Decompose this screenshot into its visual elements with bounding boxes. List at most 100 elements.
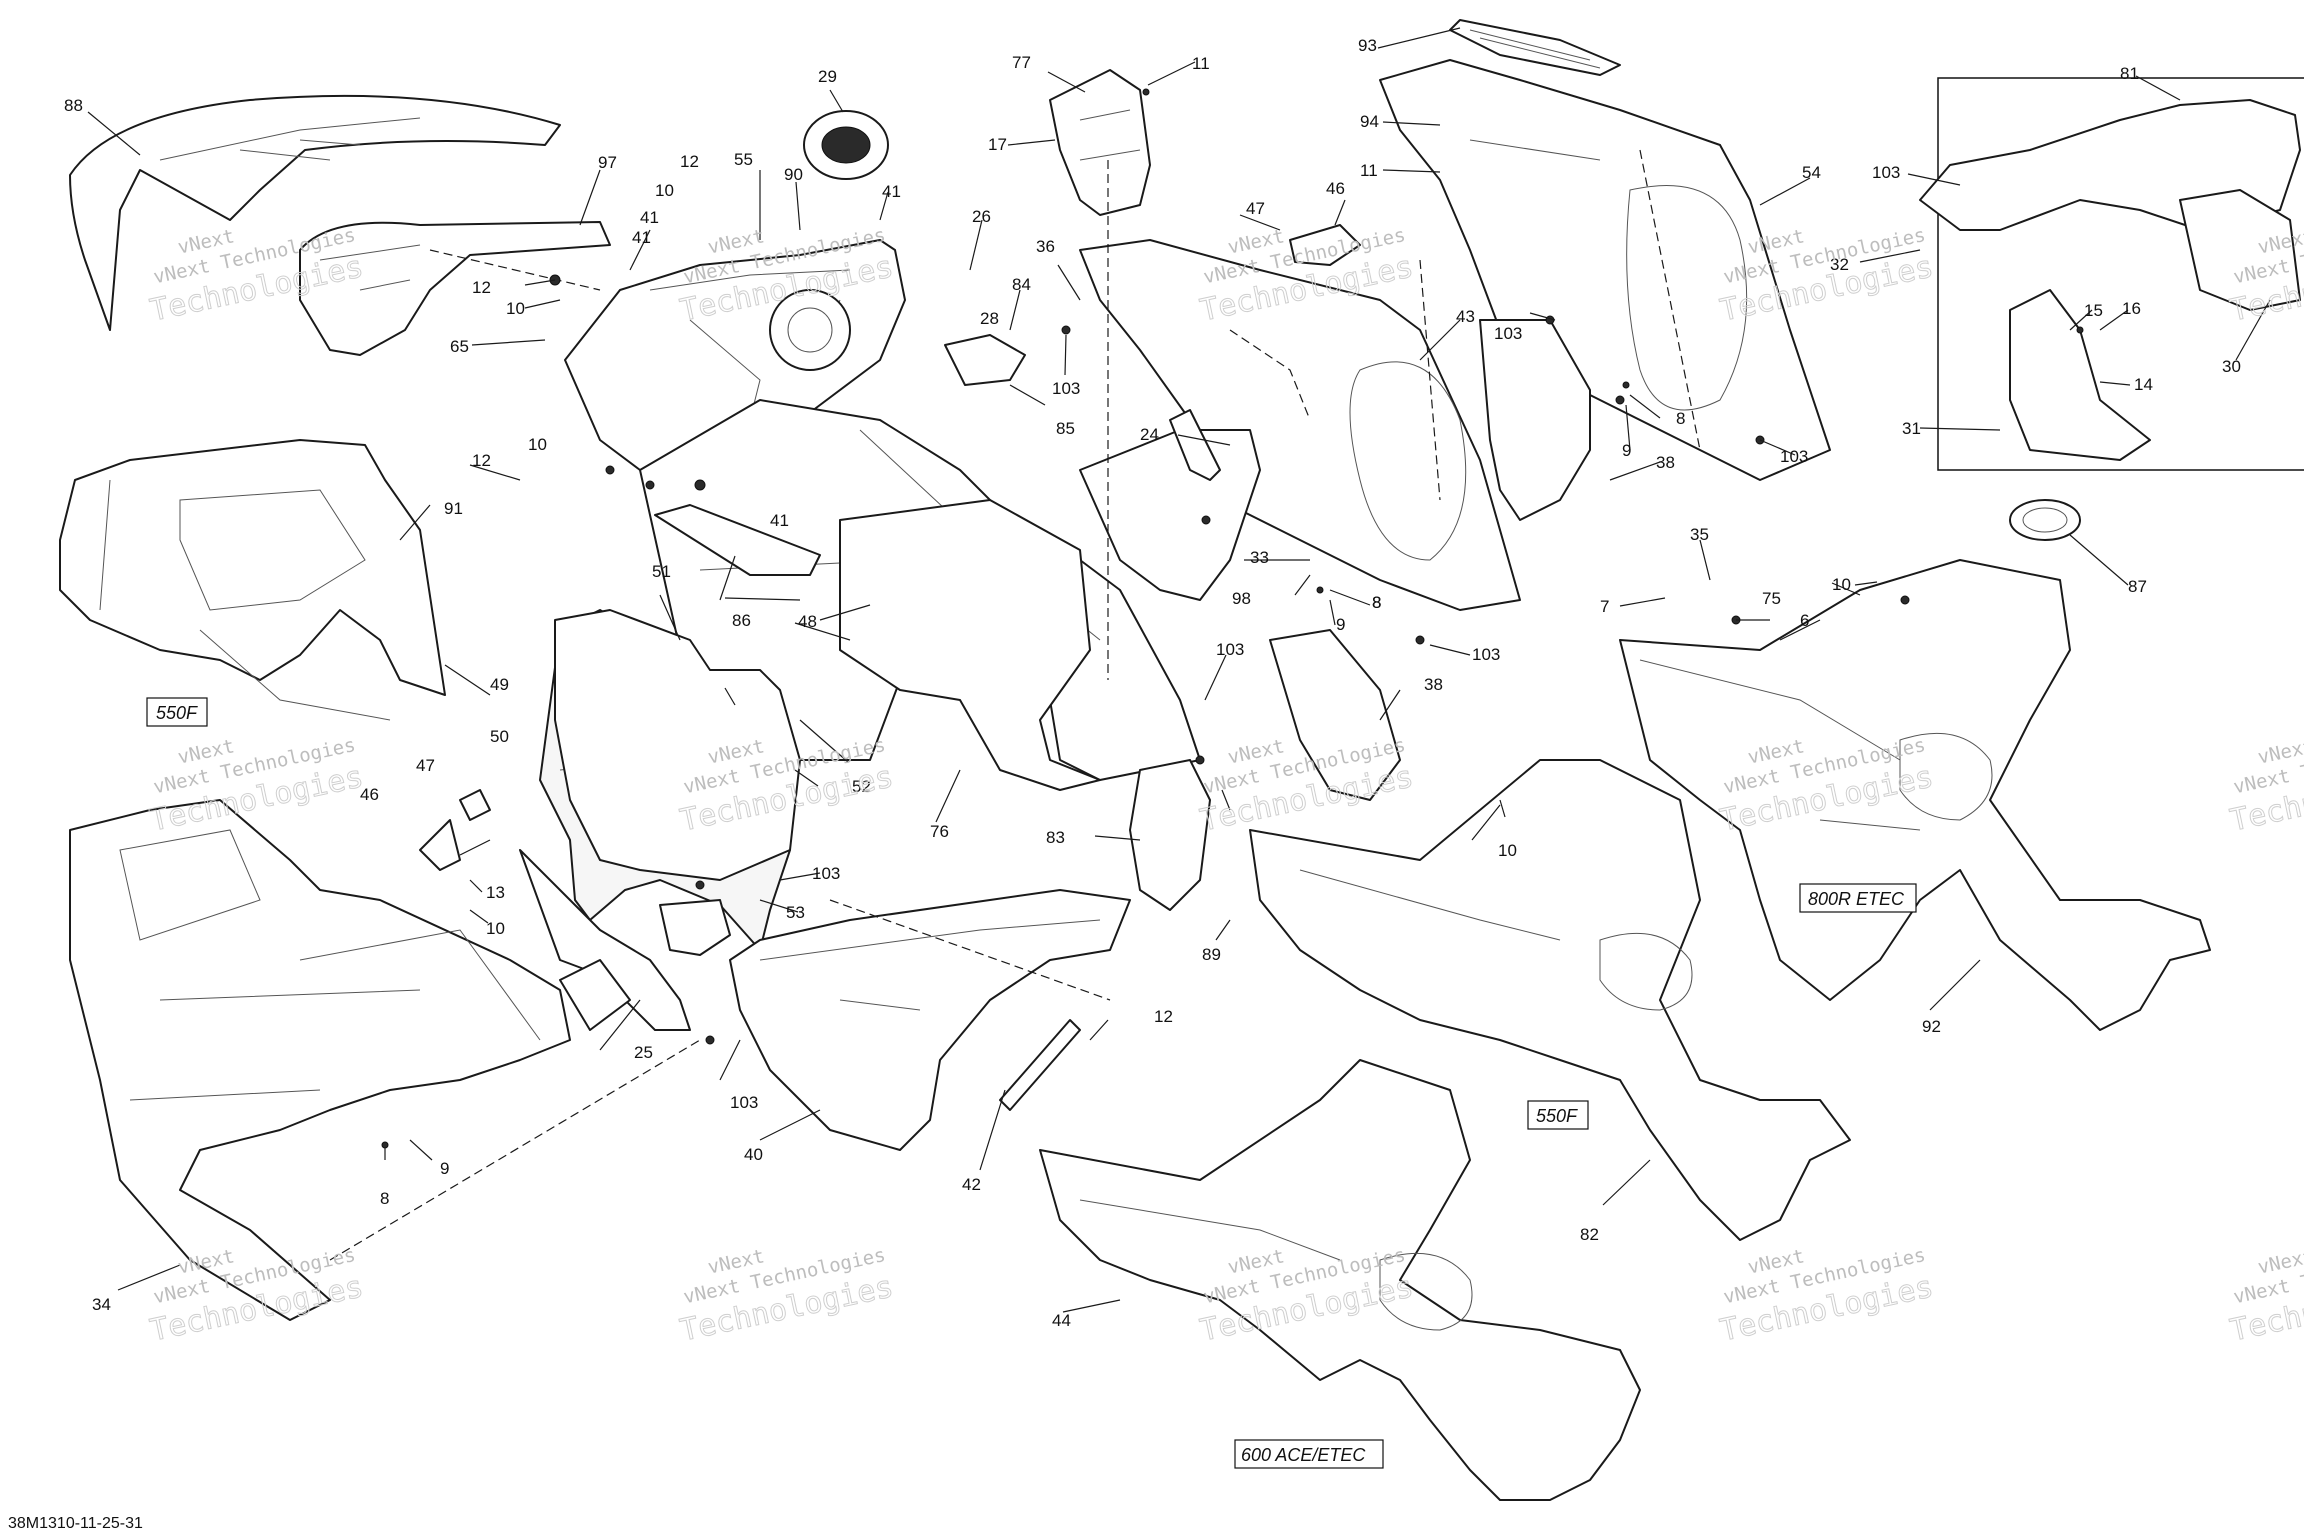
callout-8c: 8 (1372, 593, 1381, 612)
callout-38a: 38 (1656, 453, 1675, 472)
reference-code: 38M1310-11-25-31 (8, 1515, 143, 1532)
part-46-latch (419, 789, 491, 871)
callout-34: 34 (92, 1295, 111, 1314)
callout-11b: 11 (1360, 161, 1378, 180)
svg-text:550F: 550F (156, 703, 198, 723)
hardware-fasteners (381, 88, 2084, 1149)
watermark: vNext vNext Technologies Technologies (677, 1244, 897, 1349)
callout-9c: 9 (440, 1159, 449, 1178)
callout-41d: 41 (770, 511, 789, 530)
callout-44: 44 (1052, 1311, 1071, 1330)
callout-85: 85 (1056, 419, 1075, 438)
callout-36: 36 (1036, 237, 1055, 256)
part-25-clip (559, 959, 631, 1031)
part-86-strip (654, 504, 821, 576)
callout-82: 82 (1580, 1225, 1599, 1244)
part-46-latch-upper (1289, 224, 1361, 266)
callout-12c: 12 (472, 451, 491, 470)
callout-103f: 103 (812, 864, 840, 883)
callout-46b: 46 (360, 785, 379, 804)
part-43-hood-panel (1079, 239, 1521, 611)
part-40-lower-panel (729, 889, 1131, 1151)
svg-text:800R ETEC: 800R ETEC (1808, 889, 1905, 909)
part-87-gasket (2009, 499, 2081, 541)
callout-47a: 47 (1246, 199, 1265, 218)
callout-65: 65 (450, 337, 469, 356)
callout-103b: 103 (1872, 163, 1900, 182)
part-92-bottom-pan-800r (1619, 559, 2211, 1031)
watermark: vNext vNext Technologies Technologies (1197, 1244, 1417, 1349)
part-77-switch-box (1049, 69, 1151, 216)
callout-93: 93 (1358, 36, 1377, 55)
callout-90: 90 (784, 165, 803, 184)
callout-91: 91 (444, 499, 463, 518)
callout-41b: 41 (882, 182, 901, 201)
callout-24: 24 (1140, 425, 1159, 444)
callout-6: 6 (1800, 611, 1809, 630)
callout-10d: 10 (528, 435, 547, 454)
callout-51: 51 (652, 562, 671, 581)
callout-103e: 103 (1472, 645, 1500, 664)
inset-box-81 (1919, 77, 2304, 471)
callout-13: 13 (486, 883, 505, 902)
part-44-bottom-pan-600 (1039, 1059, 1641, 1501)
watermark: vNext vNext Technologies Technologies (2227, 734, 2304, 839)
callout-53: 53 (786, 903, 805, 922)
callout-10c: 10 (506, 299, 525, 318)
callout-26: 26 (972, 207, 991, 226)
callout-16: 16 (2122, 299, 2141, 318)
callout-52: 52 (852, 777, 871, 796)
callout-86: 86 (732, 611, 751, 630)
callout-103a: 103 (1052, 379, 1080, 398)
callout-12: 12 (680, 152, 699, 171)
callout-28: 28 (980, 309, 999, 328)
callout-11: 11 (1192, 54, 1210, 73)
part-97-dash-strip (299, 221, 611, 356)
callout-46a: 46 (1326, 179, 1345, 198)
callout-10b: 10 (1832, 575, 1851, 594)
callout-75: 75 (1762, 589, 1781, 608)
callout-9a: 9 (1622, 441, 1631, 460)
part-33-lower-panel (1079, 429, 1261, 601)
callout-15: 15 (2084, 301, 2103, 320)
callout-12d: 12 (1154, 1007, 1173, 1026)
callout-77: 77 (1012, 53, 1031, 72)
callout-48: 48 (798, 612, 817, 631)
callout-labels: 88 97 12 10 41 65 91 55 90 29 41 77 11 1… (64, 36, 2241, 1330)
callout-84: 84 (1012, 275, 1031, 294)
callout-43: 43 (1456, 307, 1475, 326)
callout-32: 32 (1830, 255, 1849, 274)
callout-35: 35 (1690, 525, 1709, 544)
callout-10f: 10 (1498, 841, 1517, 860)
part-34-large-side-panel (69, 799, 571, 1321)
callout-103d: 103 (1780, 447, 1808, 466)
leader-lines (87, 27, 2271, 1313)
callout-8a: 8 (1676, 409, 1685, 428)
part-91-inner-frame (59, 439, 446, 721)
svg-text:600 ACE/ETEC: 600 ACE/ETEC (1241, 1445, 1366, 1465)
part-51-center-panel (554, 609, 801, 881)
watermark: vNext vNext Technologies Technologies (147, 1244, 367, 1349)
callout-97: 97 (598, 153, 617, 172)
part-50-strip (519, 849, 691, 1031)
watermark: vNext vNext Technologies Technologies (2227, 1244, 2304, 1349)
part-29-gauge (803, 110, 889, 180)
variant-800r-etec: 800R ETEC (1799, 883, 1917, 913)
callout-83: 83 (1046, 828, 1065, 847)
callout-81: 81 (2120, 64, 2139, 83)
part-54-hood (1379, 59, 1831, 481)
part-83-scoop (1129, 759, 1211, 911)
callout-50: 50 (490, 727, 509, 746)
variant-labels: 550F 800R ETEC 550F 600 ACE/ETEC (146, 697, 1917, 1469)
callout-10e: 10 (486, 919, 505, 938)
part-53-bracket (659, 899, 731, 956)
callout-17: 17 (988, 135, 1007, 154)
callout-55: 55 (734, 150, 753, 169)
callout-47b: 47 (416, 756, 435, 775)
callout-89: 89 (1202, 945, 1221, 964)
callout-92: 92 (1922, 1017, 1941, 1036)
callout-30: 30 (2222, 357, 2241, 376)
part-42-link-rod (999, 1019, 1081, 1111)
callout-31: 31 (1902, 419, 1921, 438)
